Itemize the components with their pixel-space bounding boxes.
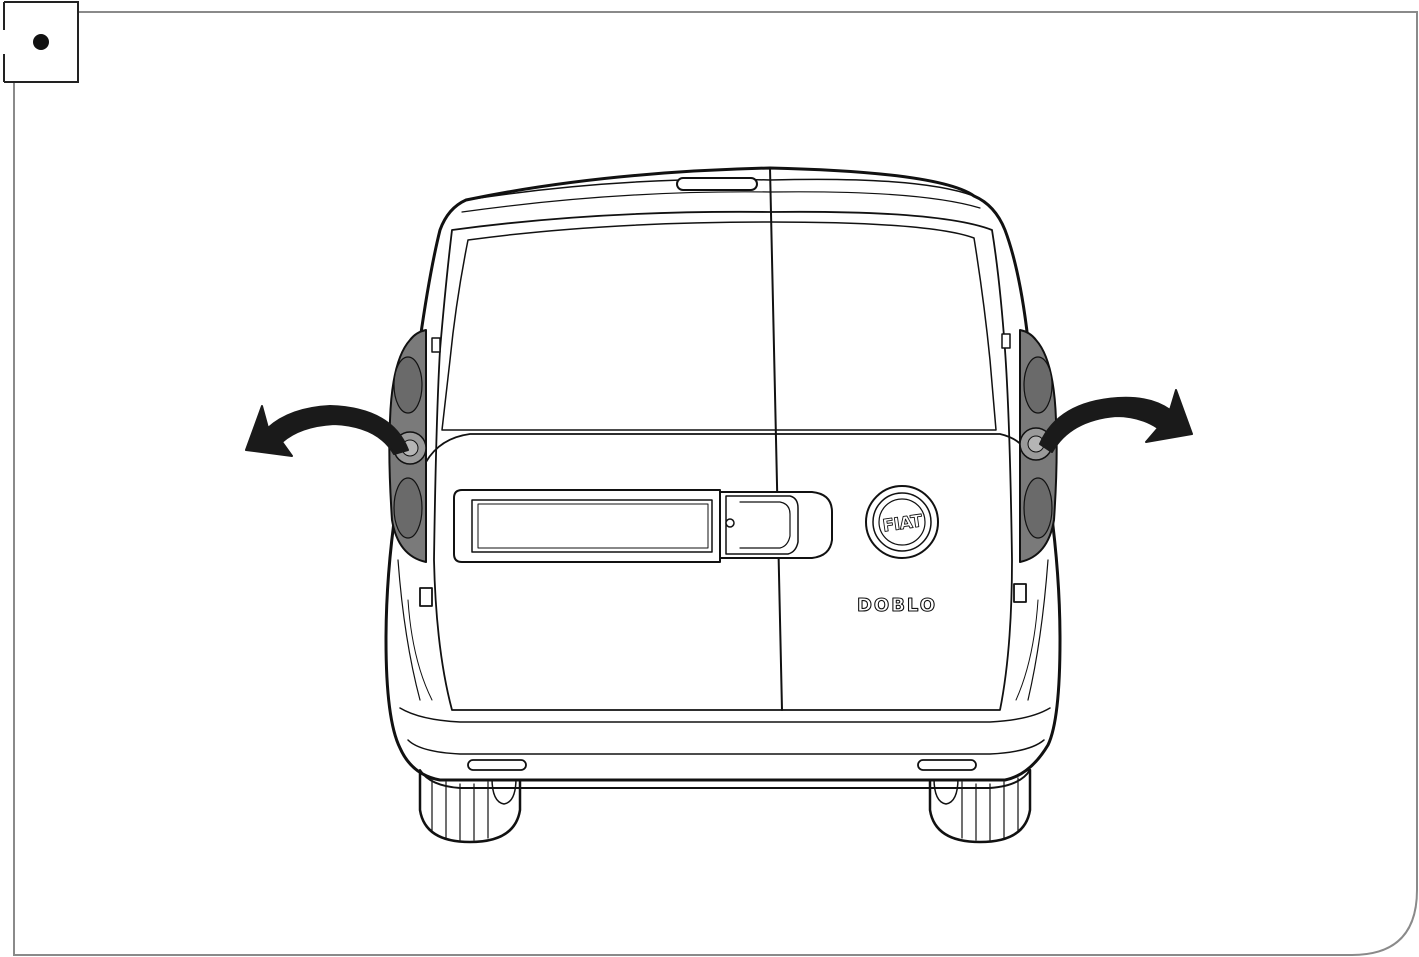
third-brake-light — [676, 177, 758, 191]
rear-doors-outline — [433, 210, 1013, 711]
lock-keyhole-icon — [725, 518, 735, 528]
van-body-outline — [384, 166, 1062, 782]
rear-door-handle — [719, 491, 833, 559]
rear-bumper — [399, 707, 1051, 723]
curved-arrow-right-icon — [1039, 389, 1193, 453]
curved-arrow-left-icon — [245, 405, 409, 457]
rear-window — [441, 221, 997, 431]
left-door-hinge — [419, 587, 433, 607]
brand-badge: FIAT — [865, 485, 939, 559]
right-door-hinge — [1013, 583, 1027, 603]
van-rear-view: FIAT DOBLO — [384, 166, 1062, 844]
door-split-line — [769, 167, 783, 711]
page-frame — [13, 11, 1418, 956]
corner-badge — [3, 1, 79, 83]
left-tail-lamp — [388, 329, 427, 563]
bullet-dot-icon — [33, 34, 49, 50]
right-tail-lamp — [1019, 329, 1058, 563]
model-badge-text: DOBLO — [857, 595, 937, 616]
left-bumper-reflector — [467, 759, 527, 771]
right-bumper-reflector — [917, 759, 977, 771]
license-plate-recess — [453, 489, 721, 563]
